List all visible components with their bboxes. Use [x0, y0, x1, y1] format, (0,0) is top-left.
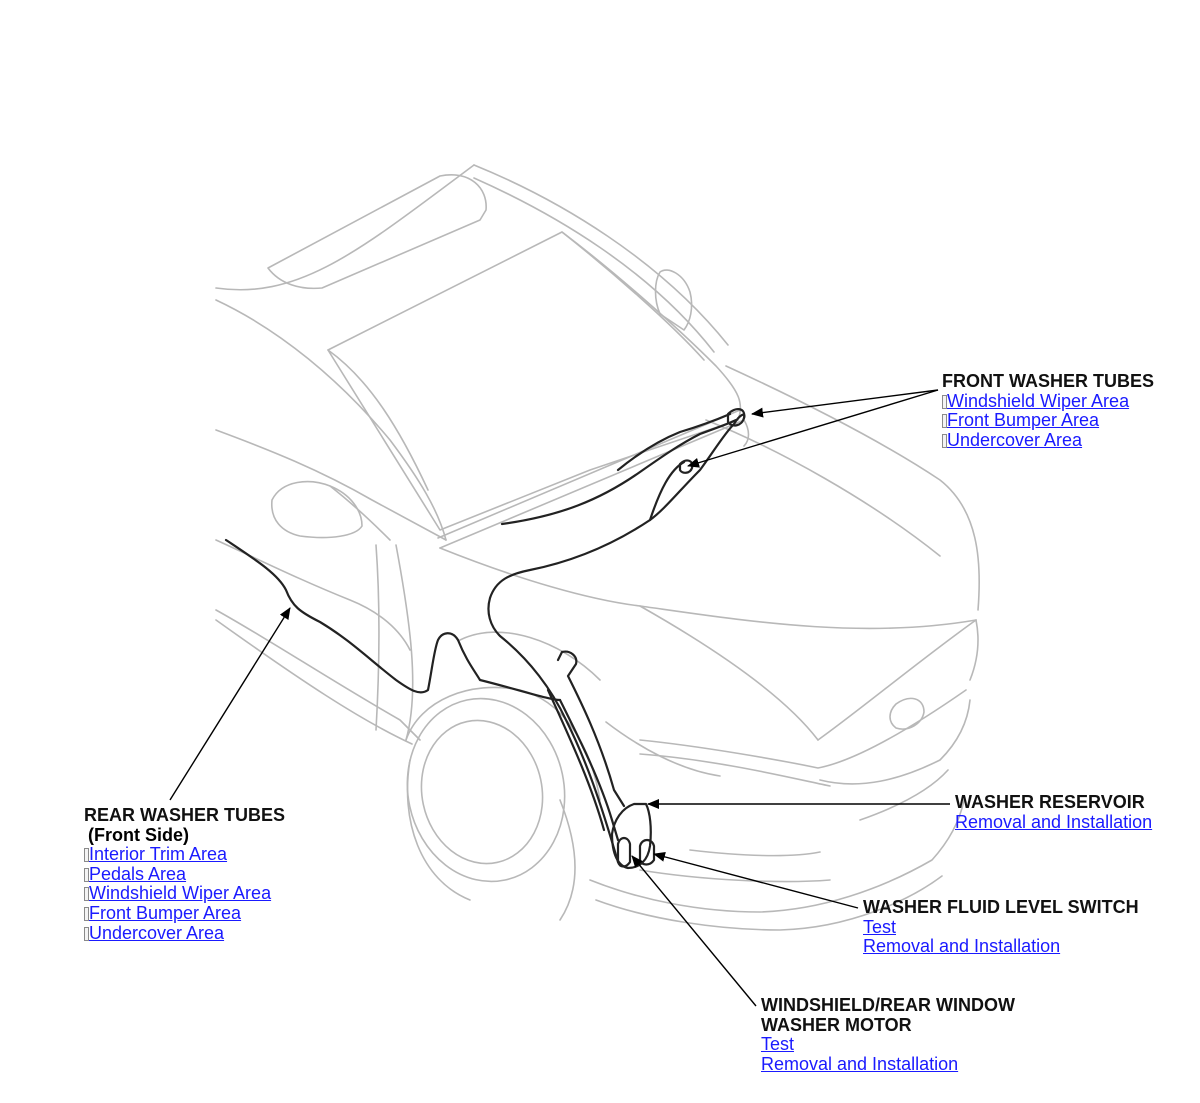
document-marker-icon — [84, 848, 89, 863]
link-motor-test[interactable]: Test — [761, 1034, 795, 1055]
link-front-front-bumper-area[interactable]: Front Bumper Area — [942, 410, 1154, 431]
callout-washer-motor: WINDSHIELD/REAR WINDOW WASHER MOTOR Test… — [761, 995, 1015, 1074]
washer-reservoir-title: WASHER RESERVOIR — [955, 792, 1145, 812]
document-marker-icon — [942, 433, 947, 448]
link-rear-front-bumper-area[interactable]: Front Bumper Area — [84, 903, 285, 924]
link-rear-windshield-wiper-area[interactable]: Windshield Wiper Area — [84, 884, 285, 904]
arrow-front-washer-lower — [687, 389, 939, 468]
document-marker-icon — [84, 887, 89, 902]
arrow-front-washer-upper — [751, 389, 939, 418]
callout-washer-fluid-level-switch: WASHER FLUID LEVEL SWITCH Test Removal a… — [863, 897, 1139, 957]
washer-fluid-level-switch-title: WASHER FLUID LEVEL SWITCH — [863, 897, 1139, 917]
rear-washer-tubes-subtitle: (Front Side) — [88, 824, 189, 845]
leader-arrows — [169, 389, 950, 1007]
document-marker-icon — [942, 414, 947, 429]
document-marker-icon — [942, 394, 947, 409]
arrow-rear-washer — [169, 607, 291, 801]
callout-front-washer-tubes: FRONT WASHER TUBES Windshield Wiper Area… — [942, 371, 1155, 451]
arrow-motor — [631, 855, 757, 1007]
link-level-switch-test[interactable]: Test — [863, 916, 897, 937]
document-marker-icon — [84, 926, 89, 941]
arrow-level-switch — [653, 851, 859, 909]
callout-rear-washer-tubes: REAR WASHER TUBES (Front Side) Interior … — [84, 805, 286, 944]
document-marker-icon — [84, 906, 89, 921]
link-rear-interior-trim-area[interactable]: Interior Trim Area — [84, 844, 285, 865]
washer-motor-title-line2: WASHER MOTOR — [761, 1014, 912, 1035]
link-rear-pedals-area[interactable]: Pedals Area — [84, 864, 285, 885]
link-front-undercover-area[interactable]: Undercover Area — [942, 430, 1154, 451]
rear-washer-tubes-title: REAR WASHER TUBES — [84, 805, 286, 825]
link-level-switch-removal-installation[interactable]: Removal and Installation — [863, 936, 1061, 957]
link-motor-removal-installation[interactable]: Removal and Installation — [761, 1053, 959, 1074]
car-outline — [215, 164, 980, 931]
washer-tubes — [224, 408, 746, 870]
callout-washer-reservoir: WASHER RESERVOIR Removal and Installatio… — [955, 792, 1153, 832]
document-marker-icon — [84, 867, 89, 882]
link-front-windshield-wiper-area[interactable]: Windshield Wiper Area — [942, 391, 1154, 412]
front-washer-tubes-title: FRONT WASHER TUBES — [942, 371, 1155, 391]
washer-motor-title-line1: WINDSHIELD/REAR WINDOW — [761, 995, 1015, 1015]
link-reservoir-removal-installation[interactable]: Removal and Installation — [955, 811, 1153, 832]
link-rear-undercover-area[interactable]: Undercover Area — [84, 923, 285, 944]
